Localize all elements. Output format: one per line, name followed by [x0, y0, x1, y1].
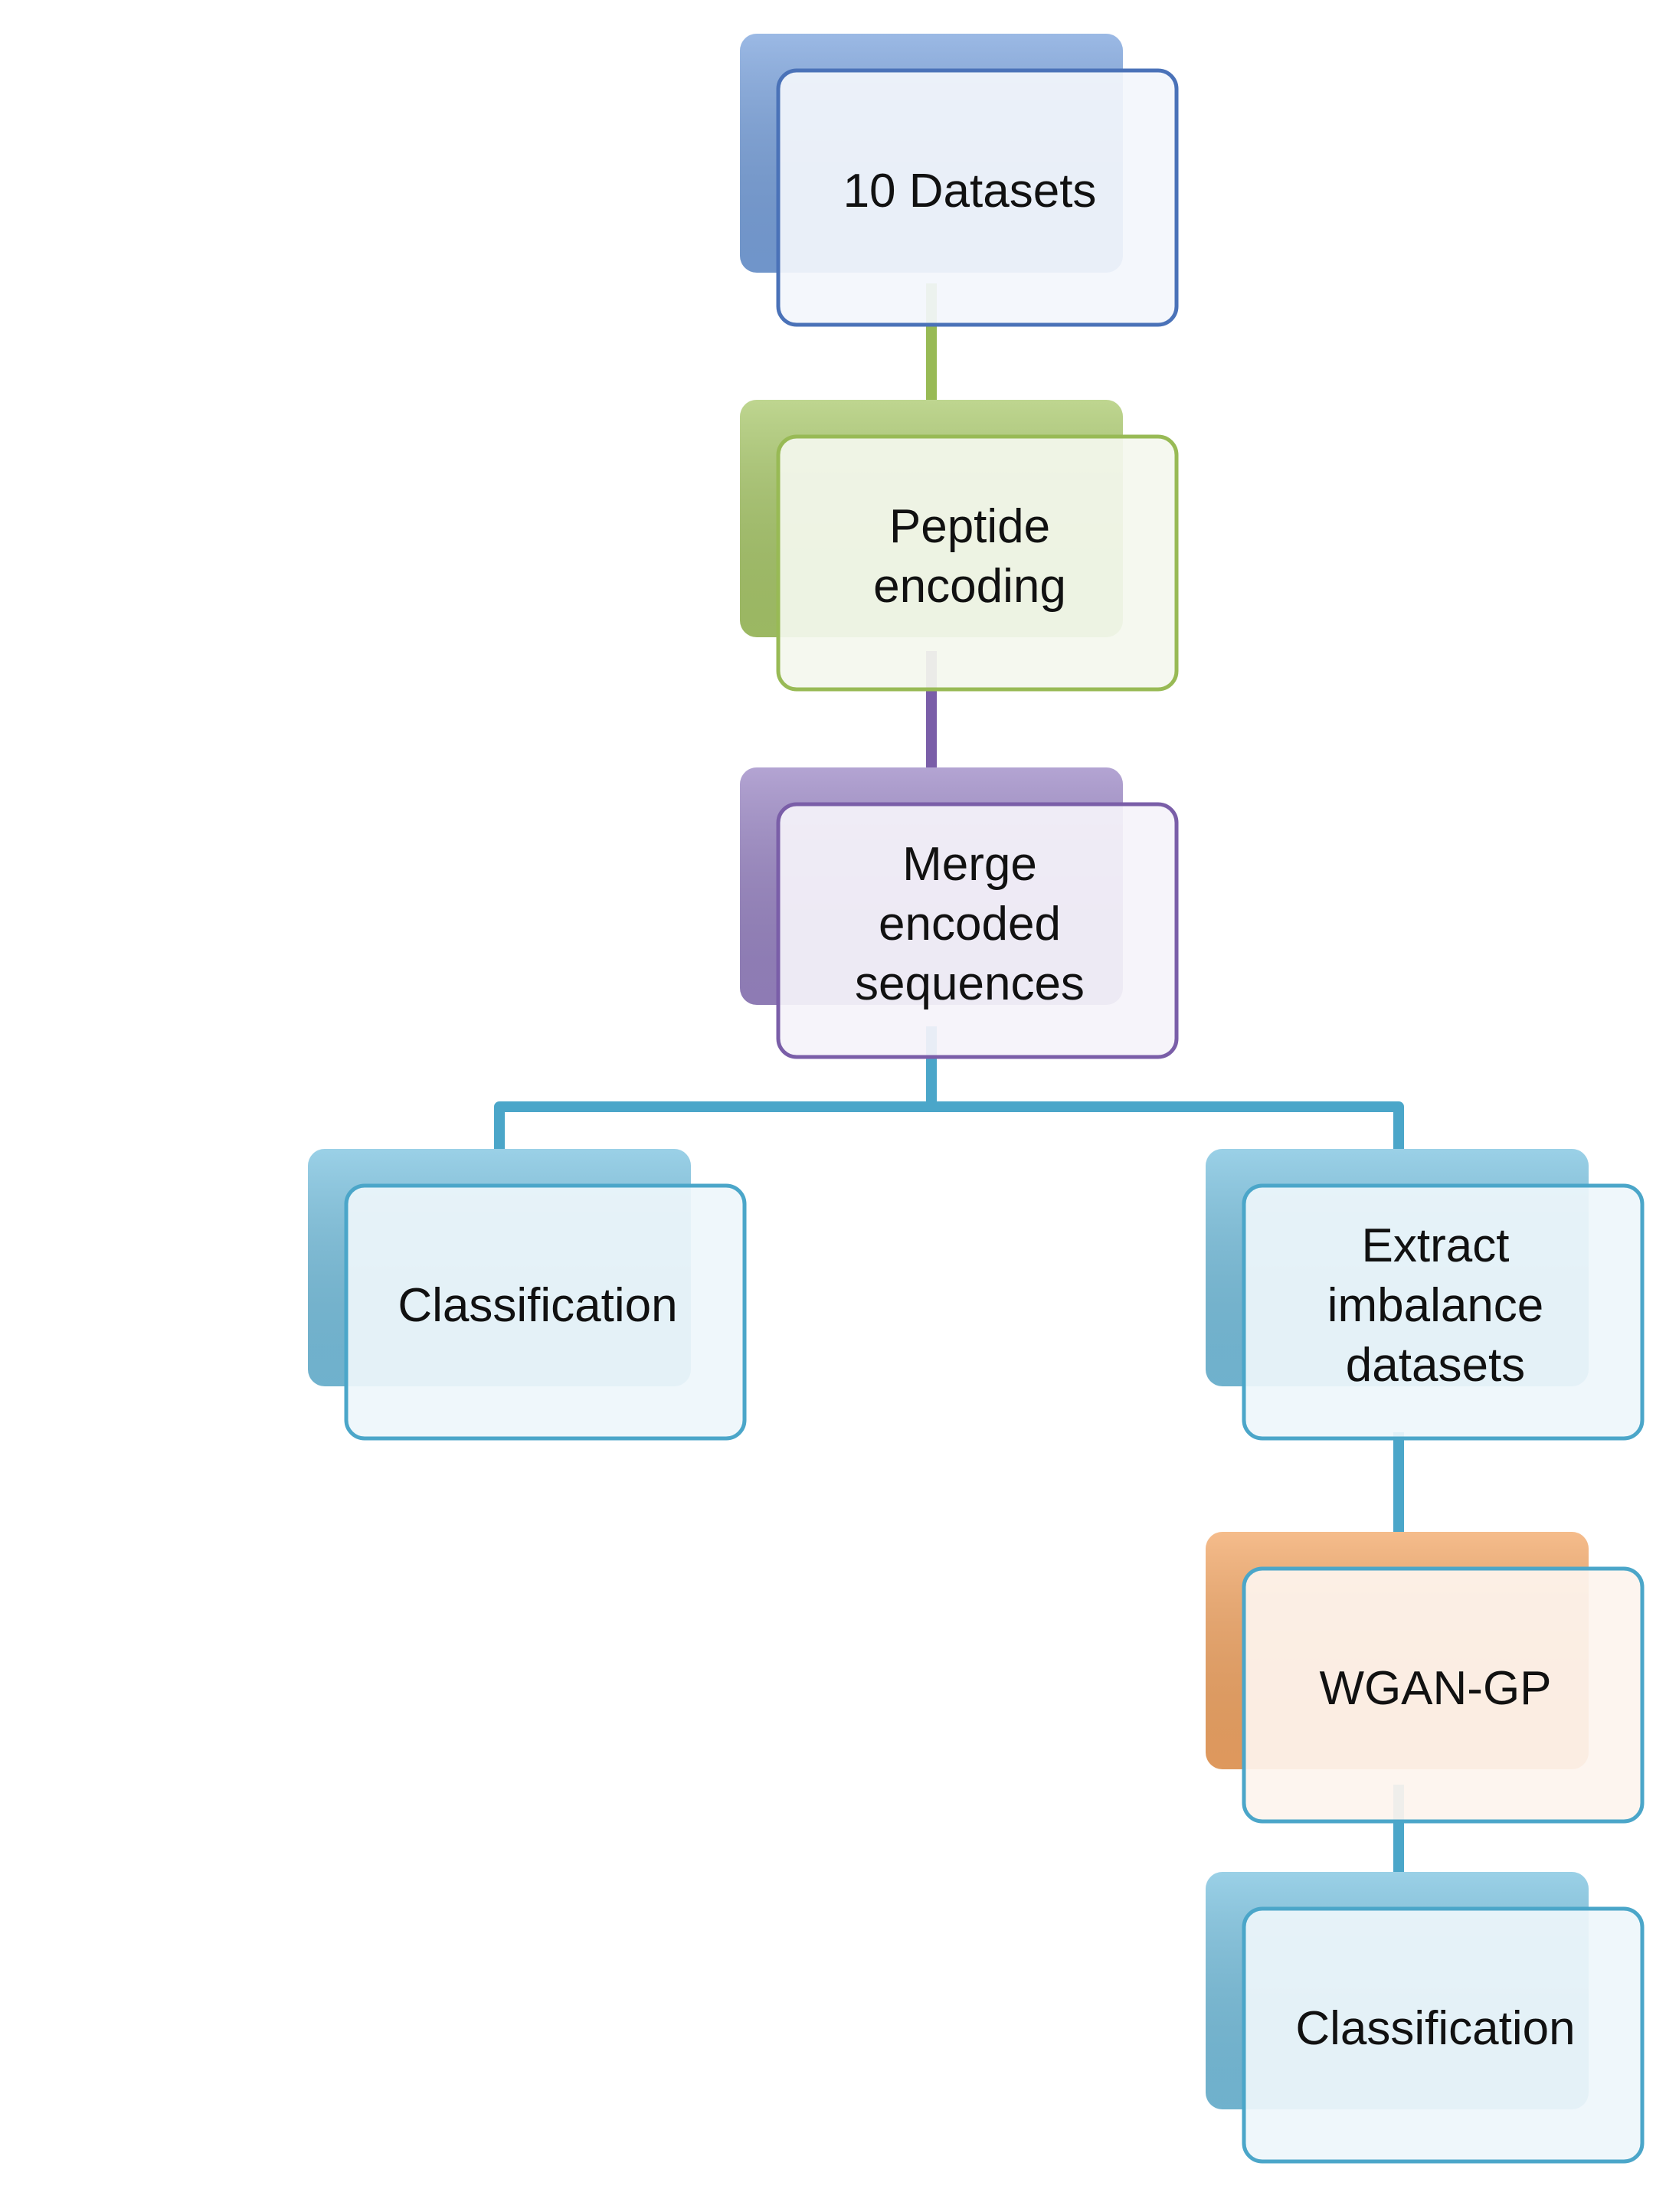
node-wgan-gp: WGAN-GP — [1206, 1532, 1645, 1824]
node-classification-left: Classification — [308, 1149, 747, 1441]
node-classification-bottom: Classification — [1206, 1872, 1645, 2164]
node-face — [1242, 1183, 1645, 1441]
connector-merge-encoded-to-extract-imbalance — [926, 1026, 1404, 1157]
node-label-line: WGAN-GP — [1319, 1662, 1551, 1715]
node-label-line: sequences — [855, 957, 1085, 1010]
node-face — [776, 68, 1179, 327]
node-label-line: encoding — [873, 560, 1066, 613]
node-face — [344, 1183, 747, 1441]
node-label-line: 10 Datasets — [843, 165, 1097, 218]
node-peptide-encoding: Peptide encoding — [740, 400, 1179, 692]
node-datasets: 10 Datasets — [740, 34, 1179, 327]
node-label-line: datasets — [1346, 1339, 1525, 1392]
node-label-line: encoded — [879, 898, 1061, 951]
node-label-line: Merge — [902, 838, 1037, 891]
node-label-line: Extract — [1362, 1219, 1510, 1272]
node-label-line: Classification — [398, 1279, 677, 1332]
node-label-line: Peptide — [889, 500, 1050, 553]
node-label-line: imbalance — [1327, 1279, 1544, 1332]
node-label-line: Classification — [1295, 2002, 1575, 2055]
node-face — [1242, 1906, 1645, 2164]
node-merge-encoded: Merge encoded sequences — [740, 767, 1179, 1059]
node-extract-imbalance: Extract imbalance datasets — [1206, 1149, 1645, 1441]
node-face — [1242, 1566, 1645, 1824]
node-face — [776, 802, 1179, 1059]
node-face — [776, 434, 1179, 692]
